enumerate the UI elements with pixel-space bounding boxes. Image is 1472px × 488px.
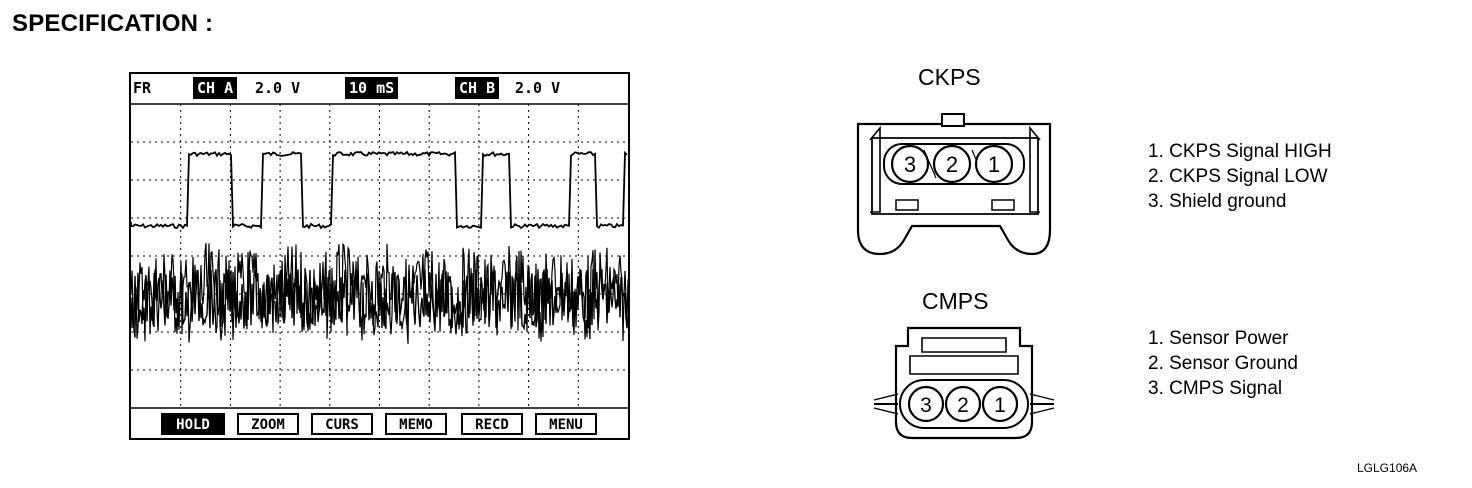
scope-header: FR CH A 2.0 V 10 mS CH B 2.0 V [131, 74, 628, 102]
cmps-legend-item: 3. CMPS Signal [1148, 378, 1283, 399]
scope-button-bar: HOLD ZOOM CURS MEMO RECD MENU [131, 410, 628, 438]
cmps-pin-3: 3 [907, 385, 945, 423]
ckps-connector-diagram: 3 2 1 [856, 113, 1052, 256]
channel-b-trace [131, 268, 628, 331]
channel-a-label: CH A [193, 77, 238, 99]
cmps-pin-2-label: 2 [957, 394, 969, 417]
hold-button[interactable]: HOLD [161, 413, 225, 435]
cmps-legend-item: 2. Sensor Ground [1148, 353, 1298, 374]
memo-button[interactable]: MEMO [385, 413, 447, 435]
cmps-pin-2: 2 [944, 385, 982, 423]
ckps-pin-3-label: 3 [904, 152, 916, 177]
ckps-pin-2: 2 [932, 144, 972, 184]
ckps-pin-1: 1 [974, 144, 1014, 184]
oscilloscope-screen: FR CH A 2.0 V 10 mS CH B 2.0 V HOLD ZOOM… [129, 72, 630, 440]
channel-a-value: 2.0 V [255, 79, 301, 97]
timebase-value: 10 mS [345, 77, 399, 99]
channel-b-label: CH B [455, 77, 500, 99]
cmps-connector-diagram: 3 2 1 [873, 326, 1055, 440]
waveform-display [131, 103, 628, 409]
cmps-legend: 1. Sensor Power 2. Sensor Ground 3. CMPS… [1148, 326, 1298, 401]
ckps-legend-item: 2. CKPS Signal LOW [1148, 166, 1328, 187]
ckps-pin-1-label: 1 [988, 152, 1000, 177]
zoom-button[interactable]: ZOOM [237, 413, 299, 435]
channel-b-value: 2.0 V [515, 79, 561, 97]
cmps-pin-1: 1 [981, 385, 1019, 423]
cmps-pin-1-label: 1 [994, 394, 1006, 417]
recd-button[interactable]: RECD [461, 413, 523, 435]
scope-mode: FR [133, 79, 152, 97]
menu-button[interactable]: MENU [535, 413, 597, 435]
channel-b-trace [131, 242, 628, 344]
curs-button[interactable]: CURS [311, 413, 373, 435]
cmps-title: CMPS [922, 288, 989, 314]
channel-a-trace [131, 150, 628, 230]
ckps-legend-item: 3. Shield ground [1148, 191, 1287, 212]
ckps-pin-3: 3 [890, 144, 930, 184]
figure-reference: LGLG106A [1357, 461, 1418, 475]
ckps-title: CKPS [918, 64, 981, 90]
ckps-pin-2-label: 2 [946, 152, 958, 177]
cmps-legend-item: 1. Sensor Power [1148, 328, 1289, 349]
page-title: SPECIFICATION : [12, 10, 214, 37]
ckps-legend: 1. CKPS Signal HIGH 2. CKPS Signal LOW 3… [1148, 139, 1332, 214]
cmps-pin-3-label: 3 [920, 394, 932, 417]
ckps-legend-item: 1. CKPS Signal HIGH [1148, 141, 1332, 162]
